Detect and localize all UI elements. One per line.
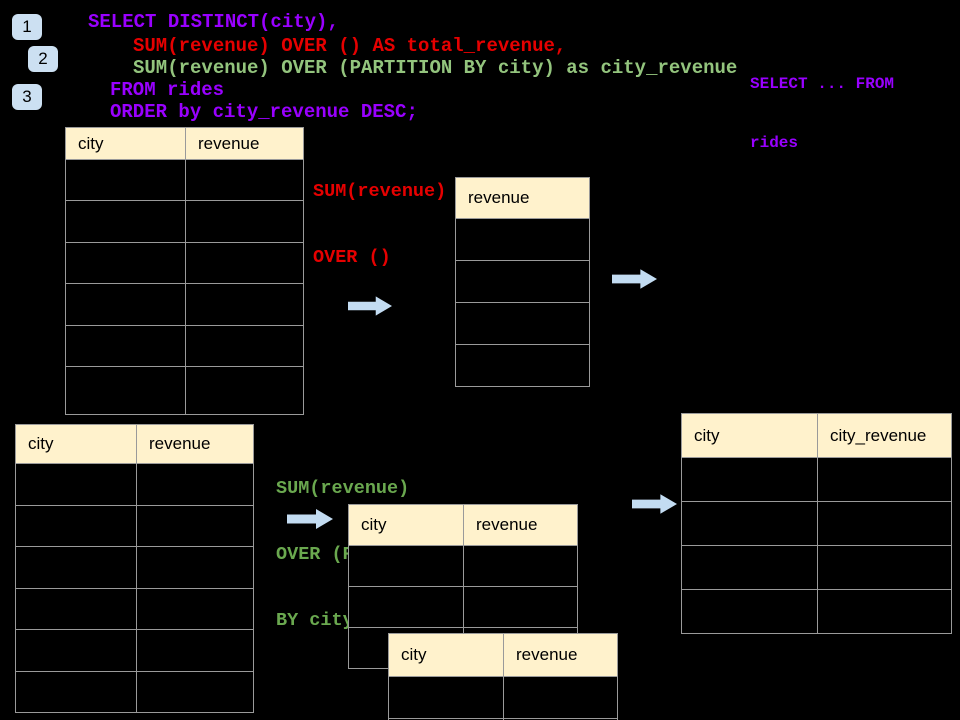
city-revenue-table: city city_revenue [681,413,952,634]
empty-cell [16,505,137,547]
column-header-city: city [66,128,186,160]
empty-cell [349,546,464,587]
select-from-note-line1: SELECT ... FROM [750,75,895,93]
sql-line-partition: SUM(revenue) OVER (PARTITION BY city) as… [133,57,738,79]
sql-line-order-by: ORDER by city_revenue DESC; [110,101,418,123]
empty-cell [464,546,578,587]
column-header-revenue: revenue [186,128,304,160]
column-header-city: city [16,425,137,464]
right-arrow-icon [287,509,333,529]
empty-cell [137,588,254,630]
empty-cell [456,261,590,303]
partitioned-table-overlay: city revenue [388,633,618,720]
right-arrow-icon [632,494,677,514]
empty-cell [349,587,464,628]
empty-cell [16,588,137,630]
column-header-revenue: revenue [137,425,254,464]
empty-cell [66,201,186,243]
step-badge-1: 1 [12,14,42,40]
empty-cell [504,677,618,719]
column-header-revenue: revenue [504,634,618,677]
empty-cell [186,160,304,202]
empty-cell [137,505,254,547]
right-arrow-icon [348,296,392,316]
empty-cell [16,671,137,713]
source-table-top: city revenue [65,127,304,415]
empty-cell [682,590,818,634]
empty-cell [16,464,137,506]
empty-cell [66,160,186,202]
empty-cell [456,345,590,387]
sql-line-from: FROM rides [110,79,225,101]
column-header-city: city [349,505,464,546]
empty-cell [682,546,818,590]
empty-cell [66,242,186,285]
empty-cell [186,366,304,415]
empty-cell [66,366,186,415]
empty-cell [137,547,254,589]
select-from-note: SELECT ... FROM rides [750,36,894,192]
empty-cell [818,546,952,590]
column-header-city-revenue: city_revenue [818,414,952,458]
right-arrow-icon [612,269,657,289]
step-badge-3: 3 [12,84,42,110]
empty-cell [456,303,590,345]
step-badge-2: 2 [28,46,58,72]
partition-annotation-line1: SUM(revenue) [276,478,410,499]
total-revenue-annotation: SUM(revenue) OVER () [313,137,446,313]
column-header-city: city [389,634,504,677]
column-header-revenue: revenue [464,505,578,546]
empty-cell [818,458,952,502]
total-revenue-annotation-line1: SUM(revenue) [313,181,447,202]
empty-cell [137,671,254,713]
empty-cell [186,242,304,285]
total-revenue-table: revenue [455,177,590,387]
total-revenue-annotation-line2: OVER () [313,247,391,268]
empty-cell [16,547,137,589]
empty-cell [66,284,186,326]
sql-line-total-sum: SUM(revenue) OVER () AS total_revenue, [133,35,567,57]
empty-cell [186,201,304,243]
empty-cell [137,630,254,672]
empty-cell [464,587,578,628]
empty-cell [818,590,952,634]
empty-cell [186,284,304,326]
empty-cell [682,458,818,502]
column-header-city: city [682,414,818,458]
sql-line-select: SELECT DISTINCT(city), [88,11,339,33]
empty-cell [16,630,137,672]
empty-cell [66,325,186,367]
source-table-bottom: city revenue [15,424,254,713]
empty-cell [682,502,818,546]
empty-cell [186,325,304,367]
empty-cell [137,464,254,506]
select-from-note-line2: rides [750,133,799,152]
empty-cell [818,502,952,546]
column-header-revenue: revenue [456,178,590,219]
empty-cell [389,677,504,719]
empty-cell [456,219,590,261]
